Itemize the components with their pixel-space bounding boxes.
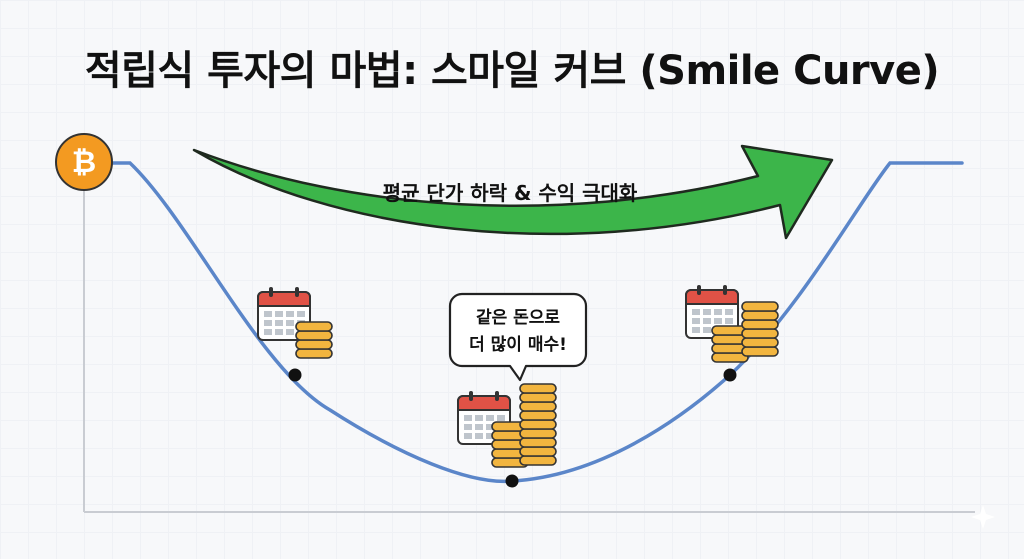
speech-bubble-line2: 더 많이 매수!: [469, 335, 567, 355]
purchase-point-3: [723, 368, 737, 382]
calendar-coins-icon: [457, 383, 557, 468]
trend-arrow: [192, 144, 834, 240]
page-title: 적립식 투자의 마법: 스마일 커브 (Smile Curve): [84, 48, 940, 94]
purchase-point-2: [505, 474, 519, 488]
arrow-label: 평균 단가 하락 & 수익 극대화: [383, 181, 638, 205]
speech-bubble: 같은 돈으로 더 많이 매수!: [448, 292, 588, 382]
bitcoin-icon: ₿: [55, 133, 113, 191]
calendar-coins-icon: [685, 284, 779, 363]
calendar-coins-icon: [257, 286, 333, 359]
purchase-point-1: [288, 368, 302, 382]
svg-text:₿: ₿: [72, 145, 96, 180]
sparkle-icon: [971, 505, 995, 529]
speech-bubble-line1: 같은 돈으로: [476, 308, 560, 328]
